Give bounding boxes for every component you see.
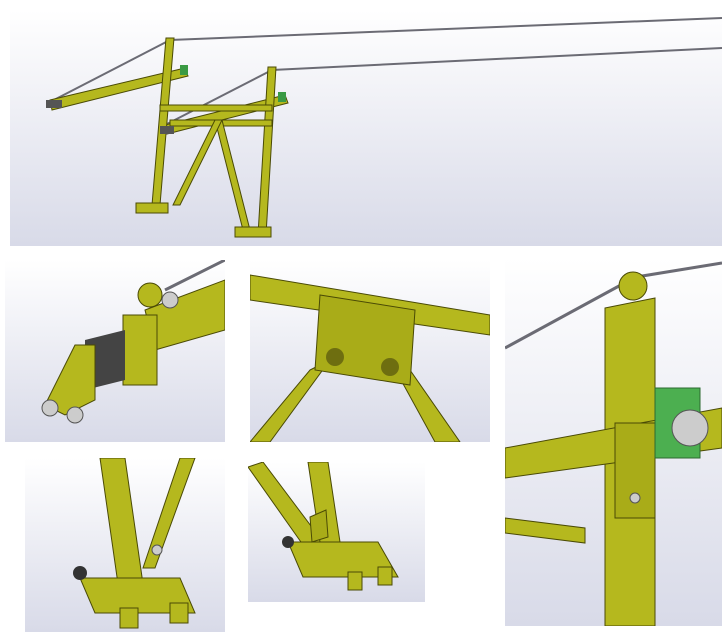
- base-foot-left-render: [25, 458, 225, 632]
- mast-top-detail-view: [505, 258, 722, 626]
- crossbeam-bracket-render: [250, 260, 490, 442]
- crossbeam-bracket-detail-view: [250, 260, 490, 442]
- cables: [49, 17, 722, 126]
- base-foot-right-view: [248, 462, 425, 602]
- boom-ends: [46, 100, 174, 134]
- boom-end-detail-view: [5, 260, 225, 442]
- overview-render: [10, 10, 722, 246]
- overview-view: [10, 10, 722, 246]
- base-foot-left-view: [25, 458, 225, 632]
- boom-end-render: [5, 260, 225, 442]
- base-foot-right-render: [248, 462, 425, 602]
- mast-top-render: [505, 258, 722, 626]
- motors: [180, 65, 286, 102]
- crane-frame: [49, 37, 289, 238]
